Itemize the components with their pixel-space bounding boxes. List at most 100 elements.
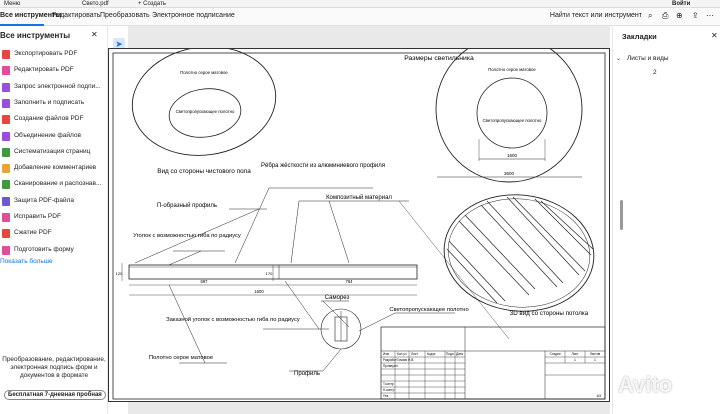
- bookmarks-panel: Закладки ✕ ⌄ Листы и виды 2: [612, 26, 720, 414]
- stamp-head-sheets: Листов: [590, 352, 601, 356]
- print-icon[interactable]: ⎙: [662, 11, 669, 20]
- show-more-link[interactable]: Показать больше: [0, 258, 53, 265]
- ribs-label-1: Рёбра жёсткости из алюминиевого профиля: [261, 163, 385, 169]
- tool-item[interactable]: Добавление комментариев: [2, 162, 106, 176]
- close-icon[interactable]: ✕: [711, 31, 718, 40]
- tool-icon: [2, 213, 10, 222]
- tool-label: Систематизация страниц: [14, 147, 91, 155]
- tool-item[interactable]: Систематизация страниц: [2, 146, 106, 160]
- file-tab[interactable]: Свето.pdf: [82, 1, 109, 7]
- stamp-head-sheet: Лист: [572, 352, 579, 356]
- tool-label: Подготовить форму: [14, 245, 74, 253]
- tool-label: Добавление комментариев: [14, 164, 97, 172]
- tool-icon: [2, 82, 10, 92]
- title-bar: Меню Свето.pdf + Создать Войти: [0, 0, 720, 8]
- stamp-col-6: Дата: [456, 352, 463, 356]
- translucent-label-3: Светопропускающее полотно: [389, 307, 468, 313]
- ceiling-3d-caption-1: 3D вид со стороны потолка: [510, 310, 589, 317]
- tool-label: Заполнить и подписать: [14, 98, 85, 106]
- sheet-format: А3: [597, 394, 601, 398]
- stamp-col-4: №док: [427, 352, 436, 356]
- matte-label-1: Полотно серое матовое: [180, 70, 228, 75]
- login-button[interactable]: Войти: [672, 1, 691, 7]
- tool-item[interactable]: Подготовить форму: [2, 244, 106, 258]
- menu-esign[interactable]: Электронное подписание: [152, 12, 235, 19]
- tool-item[interactable]: Сканирование и распознав...: [2, 178, 106, 192]
- tool-item[interactable]: Исправить PDF: [2, 211, 106, 225]
- tool-item[interactable]: Сжатие PDF: [2, 227, 106, 241]
- dim-1600: 1600: [507, 153, 518, 158]
- tool-label: Сжатие PDF: [14, 229, 52, 237]
- matte-label-3: Полотно серое матовое: [149, 355, 213, 361]
- technical-drawing: Полотно серое матовое Светопропускающее …: [112, 49, 606, 400]
- tool-label: Исправить PDF: [14, 213, 61, 220]
- stamp-name: Гомзик Н.В.: [397, 358, 414, 362]
- tool-label: Объединение файлов: [14, 131, 81, 139]
- composite-label: Композитный материал: [326, 194, 392, 201]
- tool-label: Запрос электронной подпи...: [14, 82, 101, 90]
- drawing-title: Размеры светильника: [404, 55, 474, 62]
- tool-icon: [2, 98, 10, 108]
- tool-label: Редактировать PDF: [14, 66, 74, 74]
- trial-button[interactable]: Бесплатная 7-дневная пробная: [4, 390, 106, 400]
- tool-item[interactable]: Заполнить и подписать: [2, 97, 106, 111]
- floor-view: [131, 49, 277, 156]
- dim-170: 170: [266, 271, 273, 276]
- corner-ordered-label: Заказной уголок с возможностью гиба по р…: [166, 316, 300, 323]
- tool-icon: [2, 229, 10, 239]
- tools-panel-title: Все инструменты: [0, 31, 71, 40]
- tool-item[interactable]: Запрос электронной подпи...: [2, 81, 106, 95]
- zoom-icon[interactable]: ⊕: [676, 11, 683, 20]
- stamp-person-3: Т.контр: [383, 382, 394, 386]
- profile-label: Профиль: [294, 371, 320, 377]
- screw-label: Саморез: [325, 295, 350, 301]
- chevron-down-icon[interactable]: ⌄: [616, 56, 622, 62]
- tool-item[interactable]: Создание файлов PDF: [2, 113, 106, 127]
- tools-panel: Все инструменты ✕ Экспортировать PDF Реда…: [0, 26, 108, 414]
- tool-item[interactable]: Защита PDF-файла: [2, 195, 106, 209]
- dim-120: 120: [116, 271, 123, 276]
- size-view: [435, 49, 583, 183]
- tool-icon: [2, 245, 10, 255]
- dim-697: 697: [201, 279, 209, 284]
- stamp-person-4: Н.контр: [383, 388, 395, 392]
- dim-764: 764: [346, 279, 354, 284]
- menu-edit[interactable]: Редактировать: [52, 12, 101, 19]
- translucent-label-1: Светопропускающее полотно: [176, 109, 235, 114]
- stamp-head-stage: Стадия: [550, 352, 561, 356]
- search-icon[interactable]: ⌕: [648, 11, 653, 20]
- search-tools[interactable]: Найти текст или инструмент: [549, 12, 642, 19]
- translucent-label-2: Светопропускающее полотно: [483, 118, 542, 123]
- bookmark-sheets-views[interactable]: Листы и виды: [627, 55, 669, 62]
- more-icon[interactable]: ⋯: [706, 11, 714, 20]
- tool-icon: [2, 131, 10, 141]
- new-tab[interactable]: + Создать: [138, 1, 166, 7]
- drawing-sheet: Полотно серое матовое Светопропускающее …: [108, 48, 610, 402]
- stamp-col-2: Кол.уч: [397, 352, 407, 356]
- stamp-val-sheets: 1: [594, 358, 596, 362]
- title-block: [380, 326, 606, 400]
- menu-label[interactable]: Меню: [4, 1, 21, 7]
- menu-convert[interactable]: Преобразовать: [100, 12, 150, 19]
- share-icon[interactable]: ⇪: [692, 11, 699, 20]
- tool-label: Защита PDF-файла: [14, 196, 75, 204]
- p-profile-label: П-образный профиль: [157, 202, 217, 209]
- tool-item[interactable]: Экспортировать PDF: [2, 48, 106, 62]
- tool-item[interactable]: Объединение файлов: [2, 130, 106, 144]
- menu-all-tools[interactable]: Все инструменты: [0, 12, 62, 19]
- tool-icon: [2, 115, 10, 125]
- leader-lines: [134, 187, 510, 372]
- detail-circle: [320, 308, 362, 350]
- ceiling-3d-view: [443, 194, 595, 312]
- promo-text: Преобразование, редактирование, электрон…: [2, 356, 106, 379]
- stamp-col-1: Изм: [383, 352, 389, 356]
- dim-1600-bottom: 1600: [254, 289, 264, 294]
- tool-label: Экспортировать PDF: [14, 50, 78, 57]
- bookmark-page[interactable]: 2: [653, 69, 657, 76]
- tool-label: Сканирование и распознав...: [14, 180, 102, 188]
- close-icon[interactable]: ✕: [91, 30, 98, 39]
- tool-item[interactable]: Редактировать PDF: [2, 64, 106, 78]
- vertical-scrollbar[interactable]: [620, 200, 623, 230]
- select-icon[interactable]: ➤: [113, 38, 125, 50]
- section-view: [121, 263, 418, 296]
